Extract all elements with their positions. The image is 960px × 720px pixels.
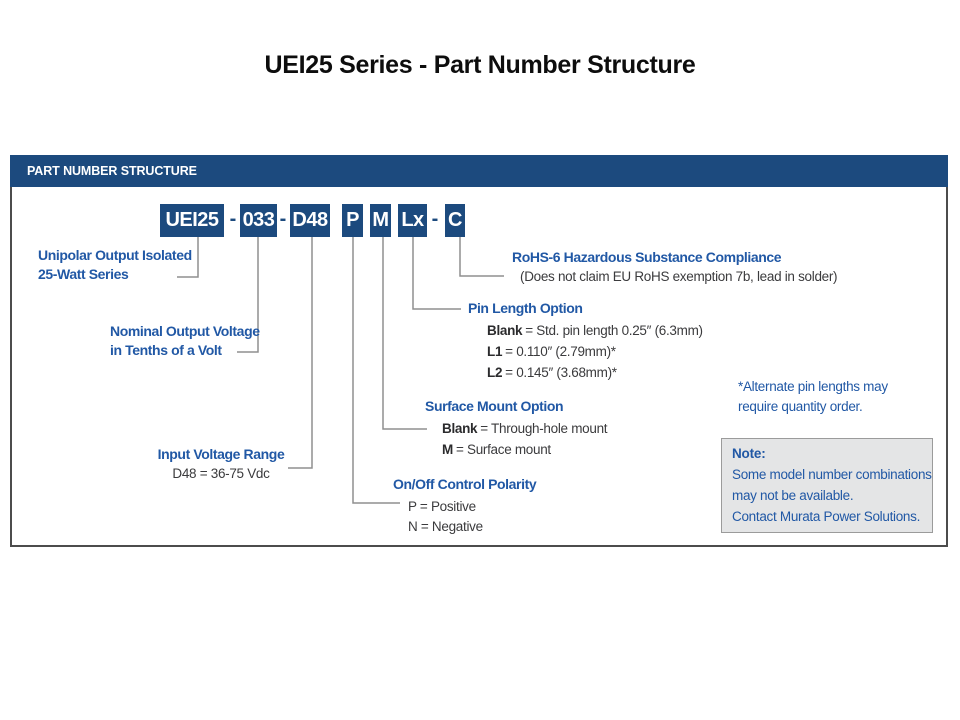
input-voltage-value: D48 = 36-75 Vdc [172, 466, 270, 481]
pin-length-heading: Pin Length Option [468, 300, 583, 316]
surface-mount-option-blank: Blank= Through-hole mount [442, 418, 608, 439]
alternate-note-line1: *Alternate pin lengths may [738, 379, 888, 394]
option-desc: = 0.145″ (3.68mm)* [505, 365, 617, 380]
option-desc: = 0.110″ (2.79mm)* [505, 344, 616, 359]
pin-length-option-blank: Blank= Std. pin length 0.25″ (6.3mm) [487, 320, 703, 341]
input-voltage-heading: Input Voltage Range [157, 446, 285, 462]
callout-input-voltage: Input Voltage Range D48 = 36-75 Vdc [151, 445, 291, 484]
option-key: M [442, 442, 453, 457]
option-key: L2 [487, 365, 503, 380]
series-label-line2: 25-Watt Series [38, 266, 129, 282]
part-box-voltage: 033 [240, 204, 277, 237]
surface-mount-option-m: M= Surface mount [442, 439, 607, 460]
option-desc: = Surface mount [455, 442, 551, 457]
nominal-voltage-line1: Nominal Output Voltage [110, 323, 260, 339]
option-desc: = Std. pin length 0.25″ (6.3mm) [525, 323, 703, 338]
note-box: Note: Some model number combinations may… [721, 438, 933, 533]
part-box-series: UEI25 [160, 204, 224, 237]
page-title: UEI25 Series - Part Number Structure [264, 51, 696, 79]
part-separator: - [229, 208, 237, 230]
onoff-option-p: P = Positive [408, 499, 476, 514]
callout-onoff-polarity: On/Off Control Polarity P = Positive N =… [393, 475, 537, 537]
callout-pin-length: Pin Length Option Blank= Std. pin length… [468, 299, 703, 383]
note-heading: Note: [732, 446, 766, 461]
alternate-note-line2: require quantity order. [738, 399, 863, 414]
part-box-polarity: P [342, 204, 363, 237]
note-line: Contact Murata Power Solutions. [732, 509, 921, 524]
part-box-pin-length: Lx [398, 204, 427, 237]
series-label-line1: Unipolar Output Isolated [38, 247, 192, 263]
nominal-voltage-line2: in Tenths of a Volt [110, 342, 222, 358]
onoff-heading: On/Off Control Polarity [393, 476, 537, 492]
option-key: L1 [487, 344, 503, 359]
part-separator: - [431, 208, 439, 230]
note-line: may not be available. [732, 488, 854, 503]
note-line: Some model number combinations [732, 467, 932, 482]
callout-nominal-voltage: Nominal Output Voltage in Tenths of a Vo… [110, 322, 260, 360]
rohs-heading: RoHS-6 Hazardous Substance Compliance [512, 249, 782, 265]
pin-length-option-l1: L1= 0.110″ (2.79mm)* [487, 341, 703, 362]
surface-mount-heading: Surface Mount Option [425, 398, 564, 414]
part-box-rohs: C [445, 204, 465, 237]
callout-series: Unipolar Output Isolated 25-Watt Series [38, 246, 192, 284]
option-desc: = Through-hole mount [480, 421, 608, 436]
callout-rohs: RoHS-6 Hazardous Substance Compliance (D… [512, 248, 838, 286]
onoff-option-n: N = Negative [408, 519, 483, 534]
pin-length-option-l2: L2= 0.145″ (3.68mm)* [487, 362, 703, 383]
rohs-subtext: (Does not claim EU RoHS exemption 7b, le… [520, 269, 838, 284]
option-key: Blank [487, 323, 523, 338]
part-box-surface-mount: M [370, 204, 391, 237]
alternate-pin-note: *Alternate pin lengths may require quant… [738, 377, 888, 417]
part-box-input-range: D48 [290, 204, 330, 237]
panel-header: PART NUMBER STRUCTURE [10, 155, 948, 187]
part-separator: - [279, 208, 287, 230]
option-key: Blank [442, 421, 478, 436]
callout-surface-mount: Surface Mount Option Blank= Through-hole… [425, 397, 608, 460]
